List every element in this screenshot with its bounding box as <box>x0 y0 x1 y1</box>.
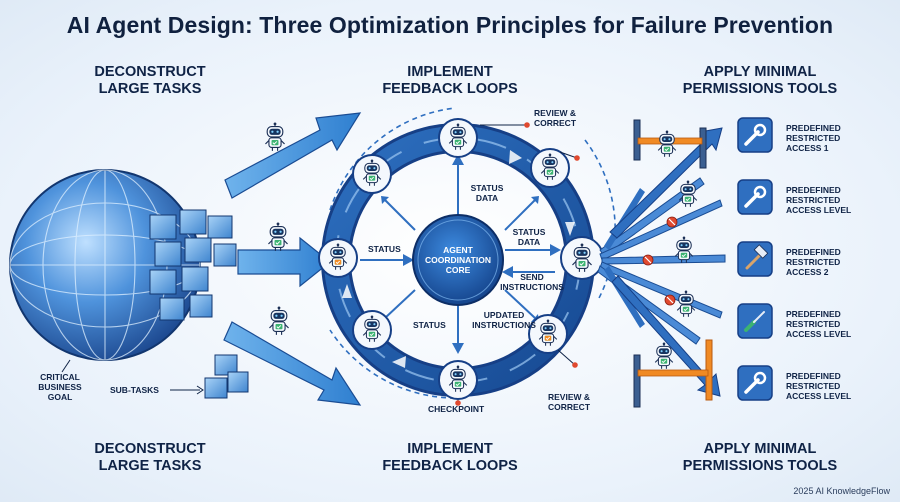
label-line: CORE <box>445 265 471 275</box>
wrench-icon <box>744 185 767 208</box>
label-line: ACCESS 1 <box>786 143 829 153</box>
screwdriver-icon <box>744 311 765 332</box>
tool-label-3: PREDEFINED RESTRICTED ACCESS 2 <box>786 247 841 277</box>
tool-label-5: PREDEFINED RESTRICTED ACCESS LEVEL <box>786 371 851 401</box>
heading-line: PERMISSIONS TOOLS <box>682 81 838 97</box>
heading-line: FEEDBACK LOOPS <box>382 458 518 474</box>
robot-icon <box>267 222 289 252</box>
heading-line: DECONSTRUCT <box>94 441 206 457</box>
label-line: UPDATED <box>483 310 525 320</box>
status-bottom-label: STATUS <box>413 320 446 330</box>
right-bottom-heading: APPLY MINIMAL PERMISSIONS TOOLS <box>650 441 870 475</box>
label-line: INSTRUCTIONS <box>500 282 564 292</box>
distribution-rays <box>597 177 726 345</box>
label-line: AGENT <box>443 245 473 255</box>
label-line: STATUS <box>470 183 504 193</box>
updated-instructions-label: UPDATED INSTRUCTIONS <box>466 310 542 330</box>
label-line: SEND <box>520 272 544 282</box>
label-line: CORRECT <box>547 402 591 412</box>
label-line: ACCESS LEVEL <box>786 329 852 339</box>
label-line: RESTRICTED <box>786 133 841 143</box>
coordination-core <box>412 214 504 306</box>
label-line: RESTRICTED <box>786 195 841 205</box>
heading-line: DECONSTRUCT <box>94 64 206 80</box>
middle-bottom-heading: IMPLEMENT FEEDBACK LOOPS <box>360 441 540 475</box>
status-data-right-label: STATUS DATA <box>507 227 551 247</box>
arrow-icon <box>223 112 362 406</box>
label-line: PREDEFINED <box>786 123 841 133</box>
subtask-cubes <box>149 209 249 399</box>
label-line: RESTRICTED <box>786 319 841 329</box>
goal-label: CRITICAL BUSINESS GOAL <box>30 372 90 402</box>
label-line: ACCESS LEVEL <box>786 391 852 401</box>
label-line: COORDINATION <box>425 255 491 265</box>
label-line: CORRECT <box>533 118 577 128</box>
core-label: AGENT COORDINATION CORE <box>423 245 493 275</box>
inner-arrows <box>360 160 555 348</box>
heading-line: LARGE TASKS <box>98 458 202 474</box>
dashed-arc <box>329 329 456 399</box>
label-line: RESTRICTED <box>786 381 841 391</box>
label-line: STATUS <box>512 227 546 237</box>
status-left-label: STATUS <box>368 244 401 254</box>
upper-fan-arrows <box>609 127 723 397</box>
label-line: REVIEW & <box>533 108 577 118</box>
status-data-top-label: STATUS DATA <box>465 183 509 203</box>
label-line: PREDEFINED <box>786 371 841 381</box>
label-line: ACCESS LEVEL <box>786 205 852 215</box>
heading-line: LARGE TASKS <box>98 81 202 97</box>
wrench-icon <box>744 371 767 394</box>
tool-label-2: PREDEFINED RESTRICTED ACCESS LEVEL <box>786 185 851 215</box>
callout-markers <box>455 122 580 406</box>
review-correct-bottom-label: REVIEW & CORRECT <box>543 392 595 412</box>
checkpoint-label: CHECKPOINT <box>428 404 485 414</box>
hammer-icon <box>745 244 769 270</box>
label-line: GOAL <box>47 392 73 402</box>
robot-icon <box>264 122 286 152</box>
label-line: PREDEFINED <box>786 247 841 257</box>
review-correct-top-label: REVIEW & CORRECT <box>530 108 580 128</box>
wrench-icon <box>744 123 767 146</box>
label-line: DATA <box>475 193 499 203</box>
heading-line: APPLY MINIMAL <box>703 64 817 80</box>
heading-line: IMPLEMENT <box>407 64 493 80</box>
heading-line: IMPLEMENT <box>407 441 493 457</box>
robot-icon <box>268 306 290 336</box>
heading-line: PERMISSIONS TOOLS <box>682 458 838 474</box>
heading-line: FEEDBACK LOOPS <box>382 81 518 97</box>
dashed-arc <box>329 107 456 211</box>
heading-line: APPLY MINIMAL <box>703 441 817 457</box>
label-line: DATA <box>517 237 541 247</box>
label-line: PREDEFINED <box>786 309 841 319</box>
tool-label-4: PREDEFINED RESTRICTED ACCESS LEVEL <box>786 309 851 339</box>
left-bottom-heading: DECONSTRUCT LARGE TASKS <box>60 441 240 475</box>
label-line: ACCESS 2 <box>786 267 829 277</box>
label-line: CRITICAL <box>40 372 80 382</box>
label-line: RESTRICTED <box>786 257 841 267</box>
page-title: AI Agent Design: Three Optimization Prin… <box>66 12 834 38</box>
subtasks-label: SUB-TASKS <box>110 385 159 395</box>
credit-text: 2025 AI KnowledgeFlow <box>793 486 890 496</box>
label-line: REVIEW & <box>547 392 591 402</box>
send-instructions-label: SEND INSTRUCTIONS <box>495 272 569 292</box>
right-top-heading: APPLY MINIMAL PERMISSIONS TOOLS <box>650 64 870 98</box>
label-line: PREDEFINED <box>786 185 841 195</box>
middle-top-heading: IMPLEMENT FEEDBACK LOOPS <box>360 64 540 98</box>
stop-markers <box>642 216 678 306</box>
label-line: INSTRUCTIONS <box>472 320 536 330</box>
tool-label-1: PREDEFINED RESTRICTED ACCESS 1 <box>786 123 841 153</box>
label-line: BUSINESS <box>38 382 82 392</box>
dashed-arc <box>584 139 616 301</box>
left-top-heading: DECONSTRUCT LARGE TASKS <box>60 64 240 98</box>
